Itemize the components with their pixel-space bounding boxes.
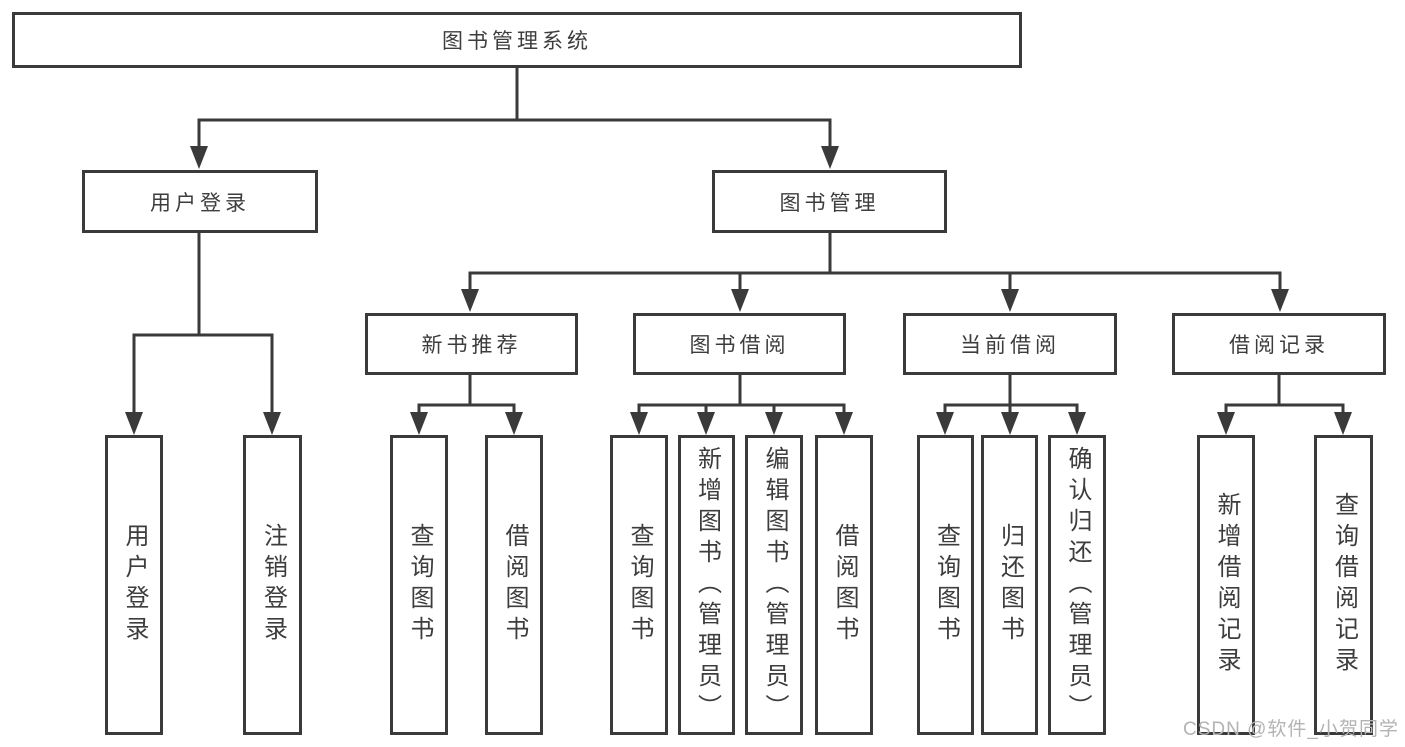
- leaf-bb-add-books-admin: 新增图书（管理员）: [678, 435, 735, 735]
- leaf-cb-return-books-label: 归还图书: [996, 523, 1024, 647]
- leaf-rec-query-books-label: 查询图书: [406, 523, 433, 647]
- node-book-borrowing-label: 图书借阅: [689, 334, 790, 357]
- leaf-cb-confirm-return-admin: 确认归还（管理员）: [1048, 435, 1106, 735]
- node-book-management-label: 图书管理: [779, 191, 880, 215]
- node-root-label: 图书管理系统: [442, 30, 592, 53]
- arrowhead-book-mgmt: [821, 146, 839, 169]
- arrowhead-borrow-records: [1271, 289, 1289, 312]
- node-new-book-recommend-label: 新书推荐: [421, 334, 522, 357]
- node-borrowing-records: 借阅记录: [1172, 313, 1386, 375]
- leaf-br-query-record-label: 查询借阅记录: [1330, 492, 1358, 678]
- arrowhead-book-borrow: [731, 289, 749, 312]
- leaf-bb-edit-books-admin: 编辑图书（管理员）: [745, 435, 803, 735]
- connector-current-borrow: [943, 373, 1079, 414]
- leaf-bb-edit-books-admin-label: 编辑图书（管理员）: [761, 445, 788, 725]
- node-borrowing-records-label: 借阅记录: [1229, 334, 1329, 357]
- leaf-cb-confirm-return-admin-label: 确认归还（管理员）: [1064, 445, 1091, 725]
- leaf-logout: 注销登录: [243, 435, 302, 735]
- connector-borrow-records: [1224, 373, 1345, 414]
- leaf-bb-query-books-label: 查询图书: [626, 523, 653, 647]
- leaf-rec-borrow-books: 借阅图书: [485, 435, 543, 735]
- arrowhead-leaf-login: [125, 412, 143, 435]
- leaf-bb-borrow-books: 借阅图书: [815, 435, 873, 735]
- leaf-bb-query-books: 查询图书: [610, 435, 668, 735]
- leaf-cb-return-books: 归还图书: [981, 435, 1038, 735]
- node-current-borrowing-label: 当前借阅: [960, 334, 1060, 357]
- connector-book-borrow: [637, 373, 846, 414]
- leaf-bb-borrow-books-label: 借阅图书: [831, 523, 858, 647]
- node-book-borrowing: 图书借阅: [633, 313, 846, 375]
- arrowhead-leaf-logout: [263, 412, 281, 435]
- leaf-br-add-record: 新增借阅记录: [1197, 435, 1255, 735]
- arrowhead-current-borrow: [1001, 289, 1019, 312]
- arrowhead-user-login: [190, 146, 208, 169]
- leaf-rec-borrow-books-label: 借阅图书: [501, 523, 528, 647]
- node-user-login-label: 用户登录: [150, 191, 250, 215]
- arrowhead-new-book-rec: [461, 289, 479, 312]
- leaf-logout-label: 注销登录: [259, 523, 287, 647]
- node-root: 图书管理系统: [12, 12, 1022, 68]
- leaf-cb-query-books-label: 查询图书: [932, 523, 960, 647]
- connector-new-book-rec: [417, 373, 516, 414]
- leaf-rec-query-books: 查询图书: [390, 435, 448, 735]
- leaf-br-add-record-label: 新增借阅记录: [1213, 492, 1240, 678]
- leaf-bb-add-books-admin-label: 新增图书（管理员）: [693, 445, 721, 725]
- node-book-management: 图书管理: [712, 170, 947, 233]
- leaf-user-login-label: 用户登录: [121, 523, 148, 647]
- node-user-login: 用户登录: [82, 170, 318, 233]
- leaf-arrowheads: [410, 412, 1352, 435]
- leaf-cb-query-books: 查询图书: [917, 435, 974, 735]
- connector-level1-bar: [197, 118, 832, 148]
- node-new-book-recommend: 新书推荐: [365, 313, 578, 375]
- leaf-user-login: 用户登录: [105, 435, 163, 735]
- connector-user-login-bar: [132, 333, 274, 414]
- connector-level2-bar: [468, 271, 1282, 290]
- node-current-borrowing: 当前借阅: [903, 313, 1117, 375]
- leaf-br-query-record: 查询借阅记录: [1314, 435, 1373, 735]
